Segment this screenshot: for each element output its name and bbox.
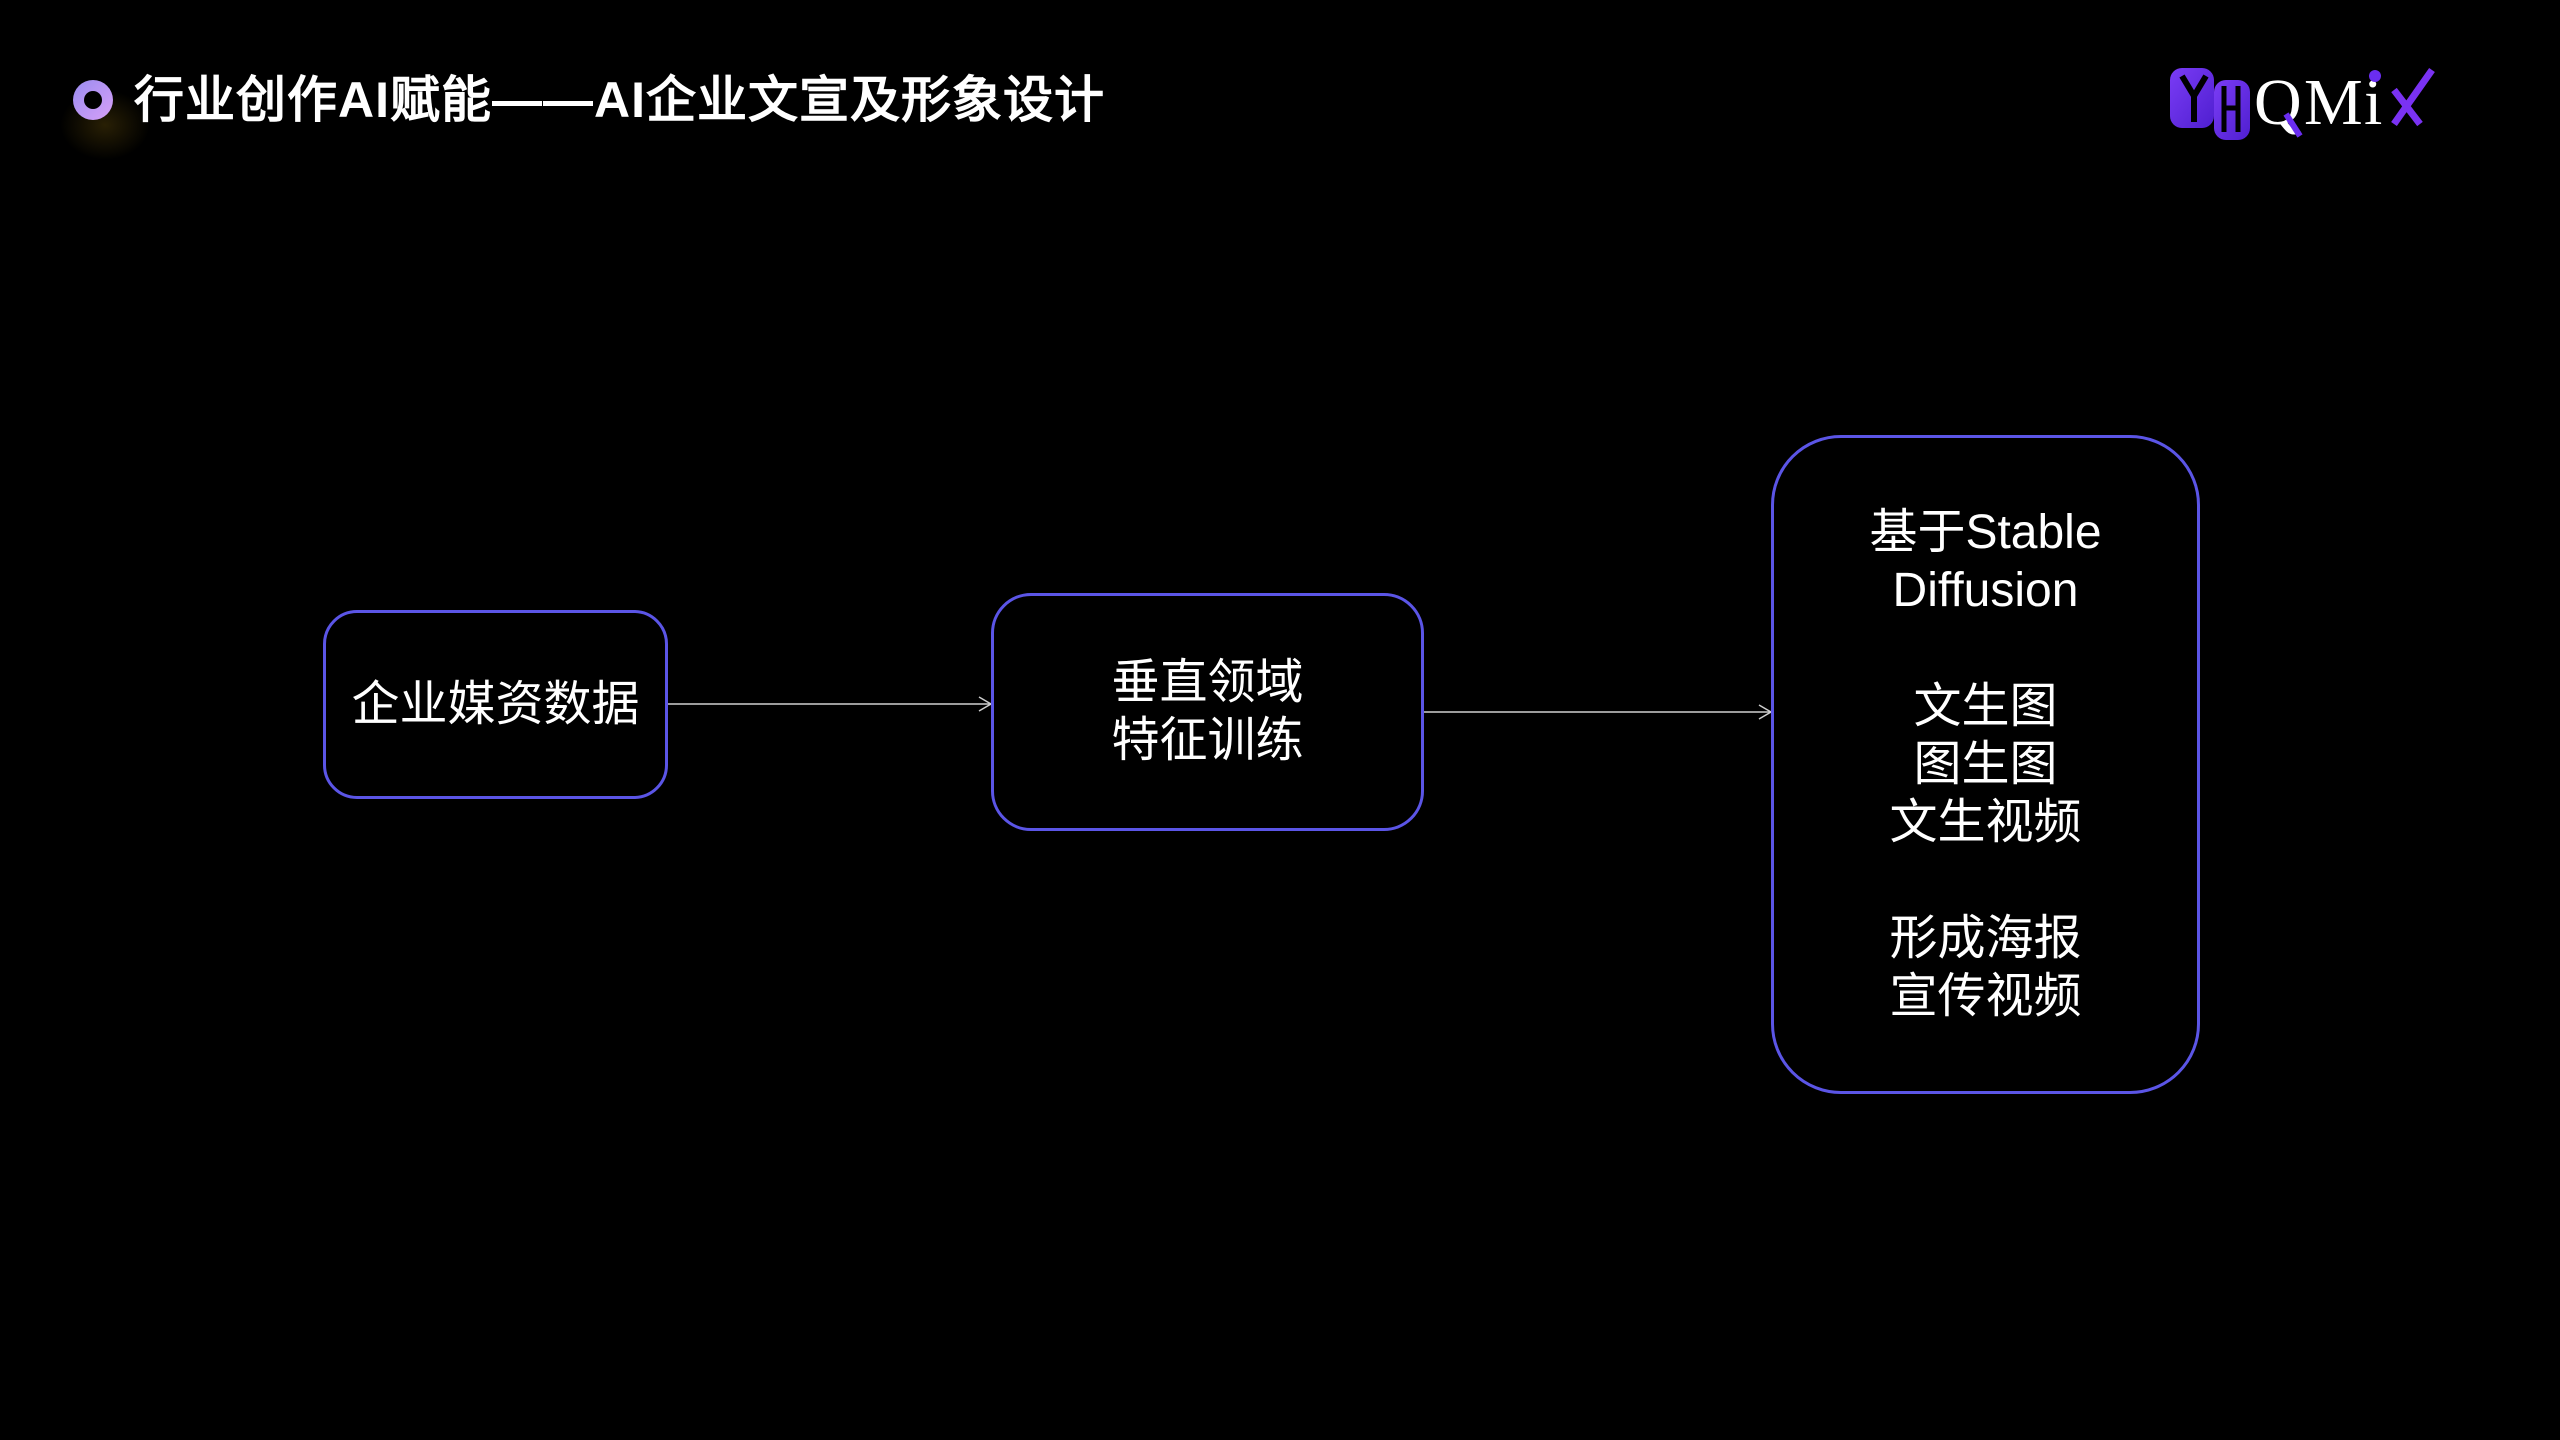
yhqmix-logo: Q M i bbox=[2170, 66, 2435, 140]
logo-i-dot bbox=[2369, 70, 2381, 82]
node-label: 垂直领域 bbox=[1111, 656, 1304, 709]
node-label: 图生图 bbox=[1913, 737, 2058, 791]
ring-bullet-icon bbox=[73, 80, 113, 120]
node-label: 特征训练 bbox=[1111, 714, 1304, 767]
yh-mark-icon bbox=[2170, 68, 2250, 140]
arrowhead-icon bbox=[978, 696, 993, 712]
logo-m: M bbox=[2304, 66, 2363, 139]
node-vertical-feature-training: 垂直领域 特征训练 bbox=[991, 593, 1424, 831]
edge-source-to-training bbox=[668, 696, 993, 712]
page-title: 行业创作AI赋能——AI企业文宣及形象设计 bbox=[134, 72, 1105, 128]
edge-training-to-output bbox=[1424, 704, 1773, 720]
node-label: 文生视频 bbox=[1889, 795, 2082, 849]
node-label: 企业媒资数据 bbox=[351, 677, 640, 731]
logo-i: i bbox=[2364, 66, 2382, 139]
node-enterprise-media-data: 企业媒资数据 bbox=[323, 610, 668, 799]
node-label: 形成海报 bbox=[1889, 911, 2082, 965]
node-label: 宣传视频 bbox=[1889, 969, 2082, 1023]
arrowhead-icon bbox=[1758, 704, 1773, 720]
node-stable-diffusion-output: 基于Stable Diffusion 文生图 图生图 文生视频 形成海报 宣传视… bbox=[1771, 435, 2200, 1094]
node-label: 基于Stable bbox=[1869, 505, 2102, 559]
logo-q-tail bbox=[2283, 112, 2303, 138]
node-label: Diffusion bbox=[1892, 563, 2079, 617]
node-label: 文生图 bbox=[1913, 679, 2058, 733]
logo-x bbox=[2391, 67, 2435, 127]
